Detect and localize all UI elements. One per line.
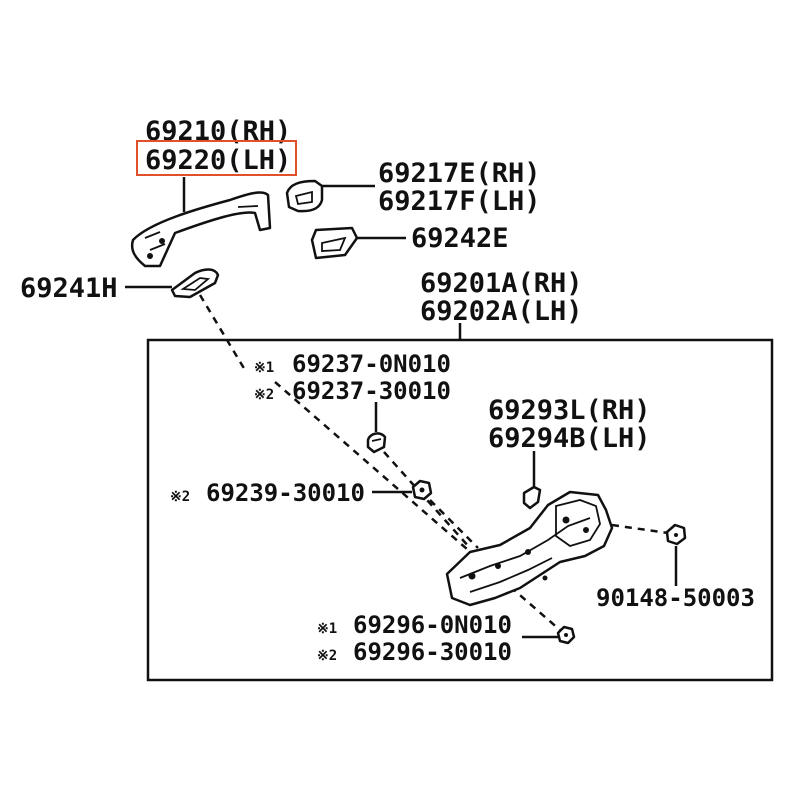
- leader-lines: [125, 177, 678, 639]
- clip-label: 90148-50003: [596, 584, 755, 612]
- lever-lh-label: 69294B(LH): [488, 423, 651, 454]
- handle-cover-part: [285, 179, 324, 213]
- nut-b-label: 69296-30010: [353, 638, 512, 666]
- lever-rh-label: 69293L(RH): [488, 395, 651, 426]
- frame-lh-label: 69202A(LH): [420, 296, 583, 327]
- frame-rh-label: 69201A(RH): [420, 268, 583, 299]
- assembly-dashed-lines: [198, 294, 669, 631]
- screw-a-label: 69237-0N010: [292, 350, 451, 378]
- cover-lh-label: 69217F(LH): [378, 186, 541, 217]
- handle-rh-label: 69210(RH): [145, 116, 291, 147]
- bolt-mark: ※2: [170, 489, 190, 505]
- nut-part: [556, 625, 576, 645]
- outer-handle-part: [130, 191, 272, 268]
- screw-b-label: 69237-30010: [292, 377, 451, 405]
- highlight-box: [136, 140, 297, 176]
- nut-a-mark: ※1: [317, 621, 337, 637]
- nut-a-label: 69296-0N010: [353, 611, 512, 639]
- front-pad-part: [170, 268, 220, 299]
- bolt-label: 69239-30010: [206, 479, 365, 507]
- lever-part: [522, 485, 542, 510]
- clip-part: [665, 523, 687, 546]
- handle-lh-label: 69220(LH): [145, 145, 291, 176]
- pad-rear-label: 69242E: [411, 223, 509, 254]
- bolt-part: [411, 479, 433, 501]
- screw-part: [366, 432, 387, 454]
- screw-a-mark: ※1: [254, 360, 274, 376]
- screw-b-mark: ※2: [254, 387, 274, 403]
- cover-rh-label: 69217E(RH): [378, 158, 541, 189]
- frame-assembly-part: [445, 490, 614, 607]
- pad-front-label: 69241H: [20, 273, 118, 304]
- rear-pad-part: [310, 226, 359, 260]
- nut-b-mark: ※2: [317, 648, 337, 664]
